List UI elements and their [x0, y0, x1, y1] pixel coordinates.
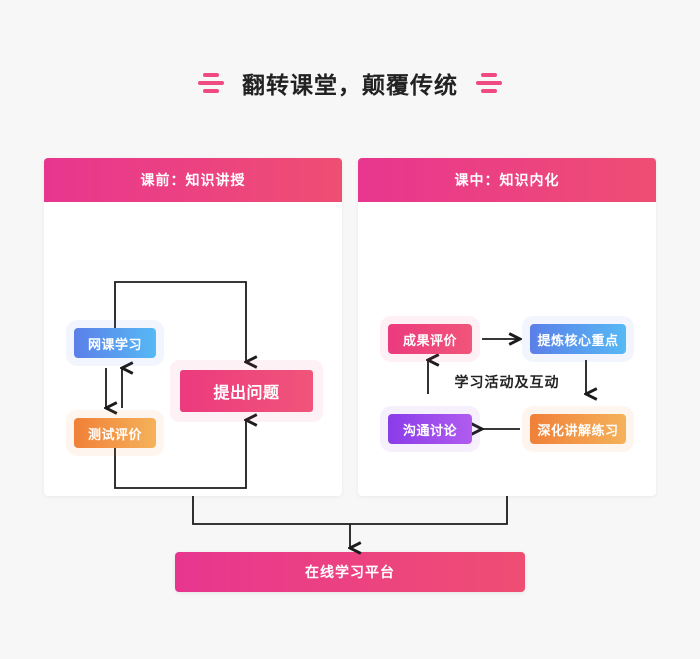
box-tichu-wenti[interactable]: 提出问题	[180, 370, 313, 412]
page-title: 翻转课堂，颠覆传统	[242, 72, 458, 98]
title-decoration-left-icon	[198, 70, 224, 96]
label-xuexi-huodong: 学习活动及互动	[454, 374, 560, 390]
card-before-class-body: 网课学习 测试评价 提出问题	[44, 202, 342, 496]
card-during-class: 课中：知识内化	[358, 158, 656, 496]
title-decoration-right-icon	[476, 70, 502, 96]
page-title-row: 翻转课堂，颠覆传统	[0, 60, 700, 106]
bar-online-learning-platform[interactable]: 在线学习平台	[175, 552, 525, 592]
box-shenhua-jiangjie-lianxi[interactable]: 深化讲解练习	[530, 414, 626, 444]
card-before-class: 课前：知识讲授 网课学习 测试评	[44, 158, 342, 496]
card-before-class-header: 课前：知识讲授	[44, 158, 342, 202]
box-tilian-hexin-zhongdian[interactable]: 提炼核心重点	[530, 324, 626, 354]
box-chengguo-pingjia[interactable]: 成果评价	[388, 324, 472, 354]
box-wangke-xuexi[interactable]: 网课学习	[74, 328, 156, 358]
box-goutong-taolun[interactable]: 沟通讨论	[388, 414, 472, 444]
card-during-class-body: 成果评价 提炼核心重点 沟通讨论 深化讲解练习 学习活动及互动	[358, 202, 656, 496]
connector-lines-bottom	[192, 496, 508, 560]
box-ceshi-pingjia[interactable]: 测试评价	[74, 418, 156, 448]
card-during-class-header: 课中：知识内化	[358, 158, 656, 202]
